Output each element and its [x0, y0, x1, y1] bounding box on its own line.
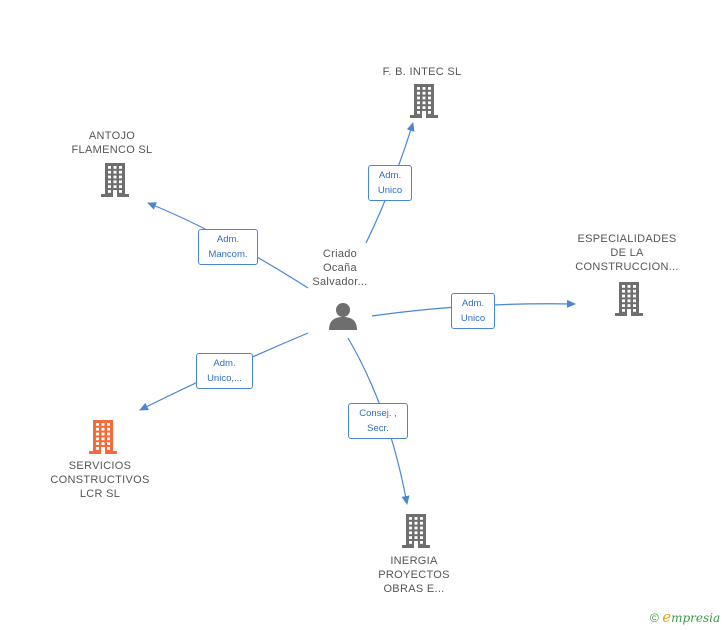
company-label-inergia[interactable]: INERGIA PROYECTOS OBRAS E...	[354, 554, 474, 596]
edge-label-line: Unico,...	[207, 373, 242, 384]
copyright-icon: ©	[650, 611, 659, 625]
building-icon-highlighted[interactable]	[87, 420, 119, 454]
center-label-line: Salvador...	[312, 276, 368, 288]
company-label-line: LCR SL	[79, 488, 121, 500]
company-label-line: FLAMENCO SL	[71, 144, 153, 156]
edge-label-line: Unico	[460, 313, 486, 324]
company-label-especialidades[interactable]: ESPECIALIDADES DE LA CONSTRUCCION...	[567, 232, 687, 274]
edge-label-line: Adm.	[378, 170, 402, 181]
center-label-line: Criado	[322, 248, 358, 260]
company-label-servicios[interactable]: SERVICIOS CONSTRUCTIVOS LCR SL	[30, 459, 170, 501]
edge-label-servicios[interactable]: Adm. Unico,...	[196, 353, 253, 389]
center-person-label[interactable]: Criado Ocaña Salvador...	[300, 247, 380, 289]
edge-label-line: Adm.	[461, 298, 485, 309]
company-label-line: INERGIA	[390, 555, 438, 567]
building-icon[interactable]	[99, 163, 131, 197]
edge-label-line: Unico	[377, 185, 403, 196]
company-label-line: DE LA	[610, 247, 644, 259]
edge-label-especialidades[interactable]: Adm. Unico	[451, 293, 495, 329]
company-label-line: CONSTRUCCION...	[575, 261, 679, 273]
brand-logo: © empresia	[650, 608, 720, 626]
edge-label-line: Mancom.	[208, 249, 248, 260]
company-label-line: ESPECIALIDADES	[577, 233, 677, 245]
edge-label-antojo[interactable]: Adm. Mancom.	[198, 229, 258, 265]
person-icon[interactable]	[328, 302, 358, 330]
company-label-antojo[interactable]: ANTOJO FLAMENCO SL	[52, 129, 172, 157]
edge-label-line: Adm.	[216, 234, 240, 245]
edge-label-line: Adm.	[213, 358, 236, 369]
building-icon[interactable]	[400, 514, 432, 548]
company-label-line: SERVICIOS	[68, 460, 132, 472]
edge-label-fb[interactable]: Adm. Unico	[368, 165, 412, 201]
edge-label-inergia[interactable]: Consej. , Secr.	[348, 403, 408, 439]
edge-label-line: Consej. ,	[359, 408, 397, 419]
company-label-line: CONSTRUCTIVOS	[50, 474, 150, 486]
company-label-line: F. B. INTEC SL	[382, 66, 462, 78]
building-icon[interactable]	[408, 84, 440, 118]
company-label-line: OBRAS E...	[383, 583, 445, 595]
center-label-line: Ocaña	[323, 262, 357, 274]
company-label-line: PROYECTOS	[378, 569, 450, 581]
company-label-fb[interactable]: F. B. INTEC SL	[352, 65, 492, 79]
company-label-line: ANTOJO	[88, 130, 136, 142]
building-icon[interactable]	[613, 282, 645, 316]
brand-logo-e: e	[662, 608, 672, 626]
brand-logo-rest: mpresia	[671, 611, 721, 625]
edge-label-line: Secr.	[367, 423, 389, 434]
